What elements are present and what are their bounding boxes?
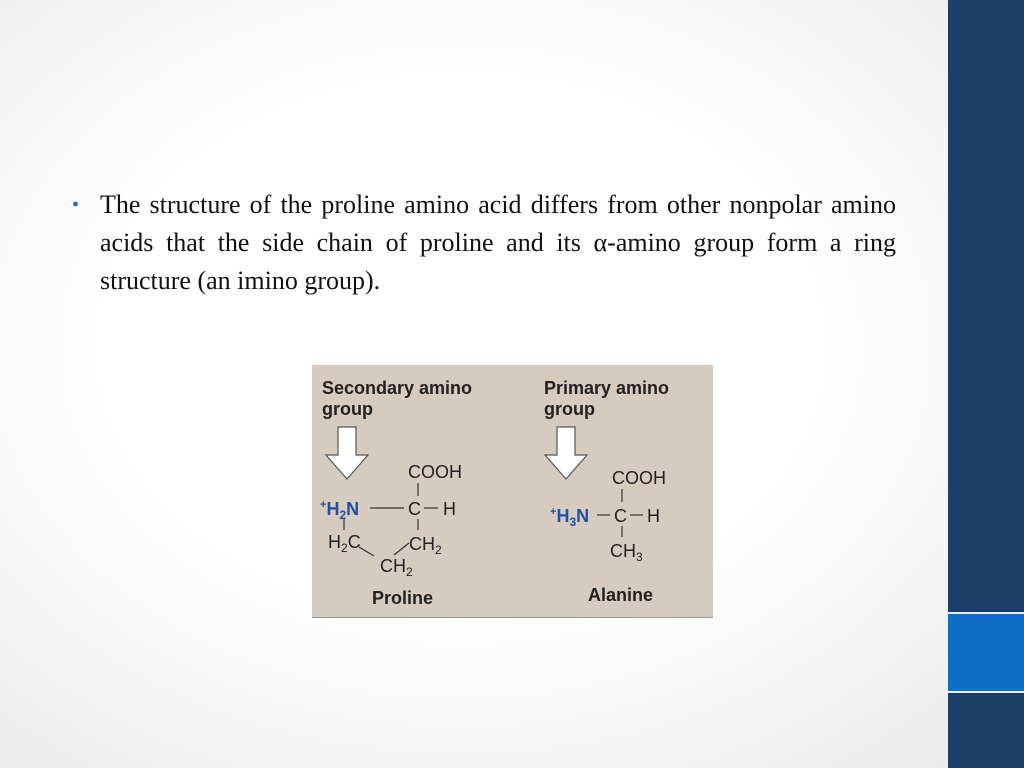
alanine-label: Alanine xyxy=(588,585,653,605)
alanine-ch3: CH3 xyxy=(610,541,643,564)
bond-line xyxy=(358,546,375,557)
alanine-cooh: COOH xyxy=(612,468,666,488)
down-arrow-icon xyxy=(324,426,370,480)
sidebar-accent-block xyxy=(948,614,1024,691)
sidebar-divider xyxy=(948,612,1024,614)
slide: • The structure of the proline amino aci… xyxy=(72,186,896,618)
down-arrow-icon xyxy=(543,426,589,480)
alanine-alpha-carbon: C xyxy=(614,506,627,526)
left-heading-line1: Secondary amino xyxy=(322,378,472,398)
bullet-icon: • xyxy=(72,194,80,216)
amino-acid-figure: Secondary amino group Primary amino grou… xyxy=(312,365,713,618)
proline-amine: +H2N xyxy=(320,499,359,522)
proline-ch2-bottom: CH2 xyxy=(380,556,413,579)
proline-h2c: H2C xyxy=(328,532,361,555)
sidebar-divider xyxy=(948,691,1024,693)
proline-label: Proline xyxy=(372,588,433,608)
proline-ch2-right: CH2 xyxy=(409,534,442,557)
bullet-text: The structure of the proline amino acid … xyxy=(100,190,896,295)
alanine-amine: +H3N xyxy=(550,506,589,529)
proline-hydrogen: H xyxy=(443,499,456,519)
bond-line xyxy=(393,542,410,556)
proline-alpha-carbon: C xyxy=(408,499,421,519)
bullet-point: • The structure of the proline amino aci… xyxy=(72,186,896,300)
sidebar-decoration xyxy=(948,0,1024,768)
right-heading-line2: group xyxy=(544,399,595,419)
right-heading-line1: Primary amino xyxy=(544,378,669,398)
proline-cooh: COOH xyxy=(408,462,462,482)
alanine-hydrogen: H xyxy=(647,506,660,526)
left-heading-line2: group xyxy=(322,399,373,419)
